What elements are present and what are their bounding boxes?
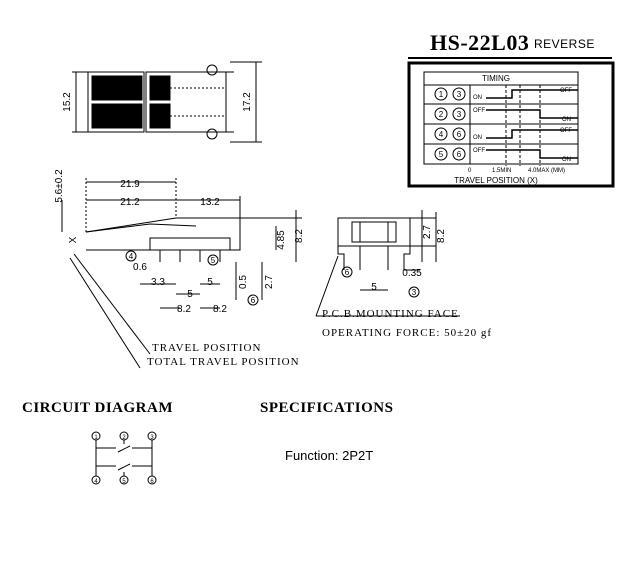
svg-text:6: 6 xyxy=(457,150,462,159)
svg-text:OFF: OFF xyxy=(560,128,572,134)
dim-13-2: 13.2 xyxy=(200,197,220,208)
svg-text:3: 3 xyxy=(457,90,462,99)
dim-8-2-a: 8.2 xyxy=(177,304,191,315)
timing-tick-1: 1.5MIN xyxy=(492,168,511,174)
x-mark: X xyxy=(68,236,79,243)
svg-text:2: 2 xyxy=(439,110,444,119)
travel-position-label: TRAVEL POSITION xyxy=(152,342,262,354)
timing-row-2: 2 3 OFF ON xyxy=(434,107,578,123)
side-view xyxy=(61,178,302,369)
dim-2-7-end: 2.7 xyxy=(422,225,433,239)
circuit-pin-1: 1 xyxy=(94,435,98,441)
dim-5-b: 5 xyxy=(207,277,213,288)
svg-text:1: 1 xyxy=(439,90,444,99)
dim-0-6: 0.6 xyxy=(133,262,147,273)
dim-21-2: 21.2 xyxy=(120,197,140,208)
model-subtitle: REVERSE xyxy=(534,37,595,51)
svg-text:ON: ON xyxy=(473,95,482,101)
dim-2-7-side: 2.7 xyxy=(264,275,275,289)
pin-label-4: 4 xyxy=(129,252,134,261)
dim-3-3: 3.3 xyxy=(151,277,165,288)
dim-21-9: 21.9 xyxy=(120,179,140,190)
end-pin-label-6: 6 xyxy=(345,268,350,277)
specifications-heading: SPECIFICATIONS xyxy=(260,400,394,416)
dim-5-a: 5 xyxy=(187,289,193,300)
svg-text:OFF: OFF xyxy=(473,148,485,154)
dim-5-6: 5.6±0.2 xyxy=(54,169,65,203)
svg-text:OFF: OFF xyxy=(560,88,572,94)
timing-title: TIMING xyxy=(482,74,510,83)
timing-tick-2: 4.0MAX (MM) xyxy=(528,168,565,174)
pin-label-6: 6 xyxy=(251,296,256,305)
function-spec: Function: 2P2T xyxy=(285,448,374,463)
circuit-diagram-heading: CIRCUIT DIAGRAM xyxy=(22,400,173,416)
dim-8-2-b: 8.2 xyxy=(213,304,227,315)
svg-text:ON: ON xyxy=(473,135,482,141)
pin-label-5: 5 xyxy=(211,256,216,265)
model-number: HS-22L03 xyxy=(430,30,530,55)
circuit-pin-6: 6 xyxy=(150,479,154,485)
header-rule xyxy=(408,57,612,59)
timing-axis-label: TRAVEL POSITION (X) xyxy=(454,176,538,185)
svg-text:6: 6 xyxy=(457,130,462,139)
operating-force-label: OPERATING FORCE: 50±20 gf xyxy=(322,327,493,339)
svg-text:5: 5 xyxy=(439,150,444,159)
circuit-pin-3: 3 xyxy=(150,435,154,441)
top-view xyxy=(72,61,262,143)
dim-4-85: 4.85 xyxy=(276,230,287,250)
timing-row-4: 5 6 OFF ON xyxy=(434,147,578,163)
timing-chart: TIMING 1 3 ON OFF 2 3 OFF ON 4 6 ON OFF xyxy=(407,61,615,188)
dim-5-end: 5 xyxy=(371,282,377,293)
top-view-width-dim: 15.2 xyxy=(62,92,73,112)
svg-text:3: 3 xyxy=(457,110,462,119)
end-view xyxy=(315,210,460,317)
circuit-diagram xyxy=(91,431,157,485)
svg-text:ON: ON xyxy=(562,157,571,163)
end-pin-label-3: 3 xyxy=(412,288,417,297)
dim-8-2-side: 8.2 xyxy=(294,229,305,243)
top-view-height-dim: 17.2 xyxy=(242,92,253,112)
circuit-pin-4: 4 xyxy=(94,479,98,485)
timing-row-1: 1 3 ON OFF xyxy=(434,87,578,101)
total-travel-position-label: TOTAL TRAVEL POSITION xyxy=(147,356,300,368)
circuit-pin-5: 5 xyxy=(122,479,126,485)
svg-text:OFF: OFF xyxy=(473,108,485,114)
timing-tick-0: 0 xyxy=(468,168,472,174)
svg-text:4: 4 xyxy=(439,130,444,139)
dim-8-2-end: 8.2 xyxy=(436,229,447,243)
pcb-mounting-face-label: P.C.B.MOUNTING FACE xyxy=(322,308,459,320)
circuit-pin-2: 2 xyxy=(122,435,126,441)
dim-0-35: 0.35 xyxy=(402,268,422,279)
dim-0-5: 0.5 xyxy=(238,275,249,289)
svg-text:ON: ON xyxy=(562,117,571,123)
timing-row-3: 4 6 ON OFF xyxy=(434,127,578,141)
